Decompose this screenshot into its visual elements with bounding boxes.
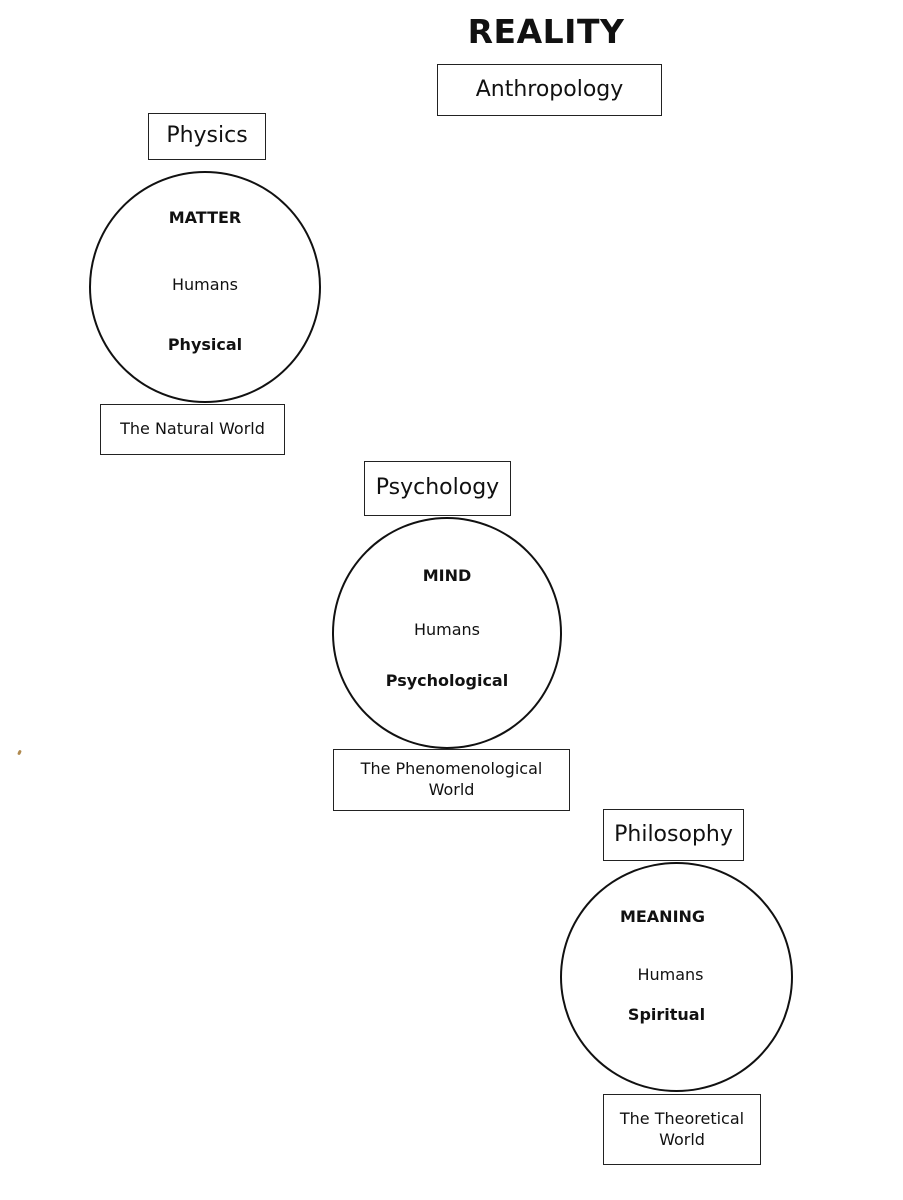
phenomenological-world-box: The Phenomenological World [333, 749, 570, 811]
matter-aspect-label: Physical [167, 335, 243, 354]
theoretical-world-label: The Theoretical World [619, 1108, 745, 1149]
philosophy-label: Philosophy [614, 821, 733, 847]
theoretical-world-box: The Theoretical World [603, 1094, 761, 1165]
anthropology-label: Anthropology [475, 76, 624, 102]
natural-world-box: The Natural World [100, 404, 285, 455]
philosophy-box: Philosophy [603, 809, 744, 861]
mind-subject-label: Humans [413, 620, 481, 639]
meaning-aspect-label: Spiritual [627, 1005, 706, 1024]
scan-speck [17, 749, 22, 756]
phenomenological-world-label: The Phenomenological World [360, 759, 543, 799]
mind-circle: MIND Humans Psychological [332, 517, 562, 749]
meaning-domain-label: MEANING [619, 907, 706, 926]
psychology-box: Psychology [364, 461, 511, 516]
matter-subject-label: Humans [171, 275, 239, 294]
mind-domain-label: MIND [422, 566, 472, 585]
matter-circle: MATTER Humans Physical [89, 171, 321, 403]
matter-domain-label: MATTER [168, 208, 242, 227]
meaning-subject-label: Humans [637, 965, 704, 984]
natural-world-label: The Natural World [120, 419, 265, 439]
mind-aspect-label: Psychological [385, 671, 509, 690]
psychology-label: Psychology [375, 475, 500, 501]
diagram-title: REALITY [467, 12, 625, 51]
anthropology-box: Anthropology [437, 64, 662, 116]
physics-box: Physics [148, 113, 266, 160]
meaning-circle: MEANING Humans Spiritual [560, 862, 793, 1092]
physics-label: Physics [166, 123, 248, 149]
